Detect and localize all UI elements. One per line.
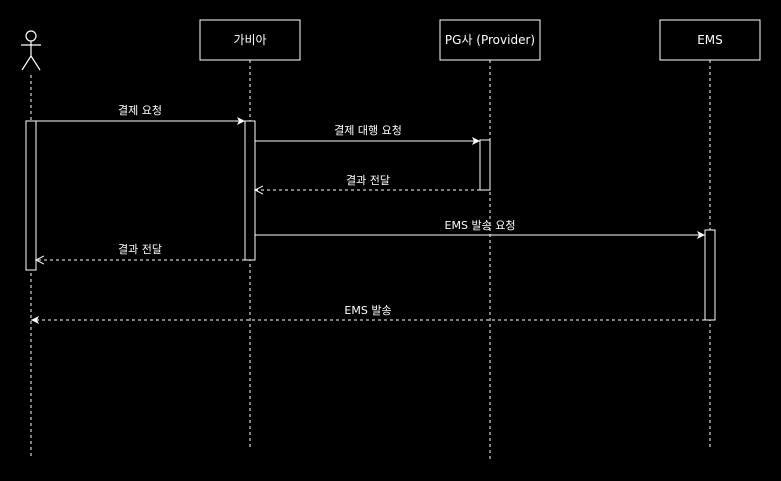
pg-activation[interactable] [479,139,491,191]
participant-gabia[interactable]: 가비아 [199,19,301,61]
participant-ems[interactable]: EMS [659,19,761,61]
message-payment-request-label: 결제 요청 [118,104,162,117]
message-ems-send-label: EMS 발송 [344,304,391,317]
message-ems-send-request[interactable]: EMS 발송 요청 [255,219,705,239]
actor-activation[interactable] [25,120,37,271]
actor-icon[interactable] [21,30,41,71]
message-result-return-pg-label: 결과 전달 [346,174,390,187]
message-payment-proxy-request-label: 결제 대행 요청 [334,124,402,137]
message-ems-send-request-label: EMS 발송 요청 [445,219,516,232]
message-payment-proxy-request[interactable]: 결제 대행 요청 [255,124,480,145]
message-result-return-gabia-label: 결과 전달 [118,243,162,256]
ems-activation[interactable] [704,229,716,321]
participant-gabia-label: 가비아 [233,33,266,47]
participant-pg[interactable]: PG사 (Provider) [439,19,541,61]
gabia-activation[interactable] [244,120,256,261]
message-payment-request[interactable]: 결제 요청 [36,104,245,125]
participant-ems-label: EMS [697,33,723,47]
message-ems-send[interactable]: EMS 발송 [31,304,705,324]
participant-pg-label: PG사 (Provider) [445,33,535,47]
message-result-return-gabia[interactable]: 결과 전달 [36,243,245,260]
message-result-return-pg[interactable]: 결과 전달 [255,174,480,190]
